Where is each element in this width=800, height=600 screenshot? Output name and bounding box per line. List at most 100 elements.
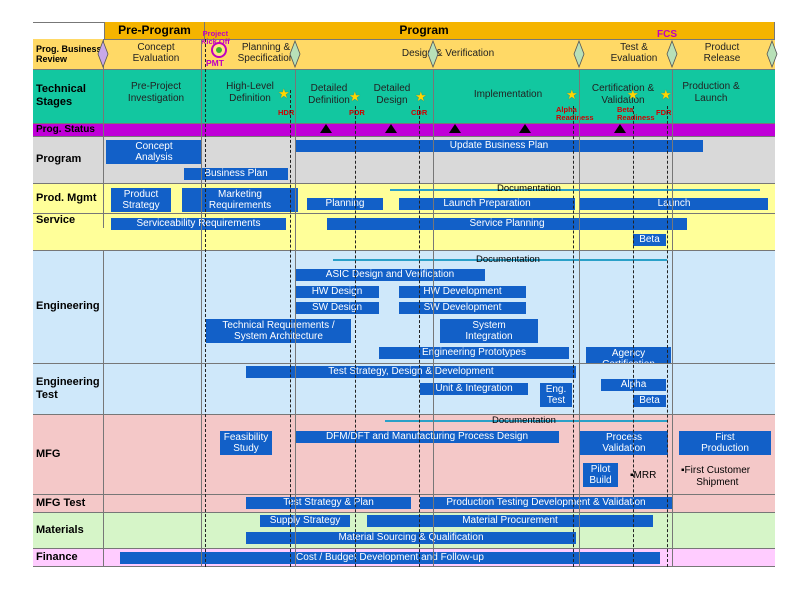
stages-row-label: Technical Stages <box>33 69 104 123</box>
mfg-row-label: MFG <box>33 414 104 494</box>
bar-product-strategy: Product Strategy <box>111 188 171 212</box>
header-fcs-label: FCS <box>657 29 677 40</box>
stage-certification-validation: Certification & Validation <box>591 83 655 106</box>
gate-diamond-icon <box>289 39 301 69</box>
bar-hw-design: HW Design <box>295 286 379 298</box>
status-triangle-icon <box>385 124 397 133</box>
status-row <box>33 123 775 136</box>
engineering-documentation-line <box>333 259 667 261</box>
status-triangle-icon <box>519 124 531 133</box>
header-pre-program-label: Pre-Program <box>118 23 191 37</box>
mfg-documentation-line <box>385 420 667 422</box>
header-program <box>205 22 775 39</box>
bar-service-planning: Service Planning <box>327 218 687 230</box>
service-row-label: Service <box>33 213 104 228</box>
phase-design-verification: Design & Verification <box>401 48 495 59</box>
bar-material-sourcing: Material Sourcing & Qualification <box>246 532 576 544</box>
mfg-documentation-label: Documentation <box>492 415 556 426</box>
bar-sw-development: SW Development <box>399 302 526 314</box>
bar-mfg-test-strategy: Test Strategy & Plan <box>246 497 411 509</box>
engineering-documentation-label: Documentation <box>476 254 540 265</box>
star-icon: ★ <box>278 86 290 101</box>
bar-concept-analysis: Concept Analysis <box>106 140 202 164</box>
pmt-label: PMT <box>206 58 224 68</box>
materials-row-label: Materials <box>33 512 104 548</box>
gate-diamond-icon <box>766 39 778 69</box>
status-row-label: Prog. Status <box>33 123 104 136</box>
stage-detailed-definition: Detailed Definition <box>308 83 350 106</box>
bar-dfm-dft: DFM/DFT and Manufacturing Process Design <box>295 431 559 443</box>
milestone-alpha-readiness: Alpha Readiness <box>556 105 594 122</box>
bar-eng-beta: Beta <box>633 395 666 407</box>
bar-system-integration: System Integration <box>440 319 538 343</box>
engineering-row-label: Engineering <box>33 250 104 363</box>
gate-line <box>201 39 202 567</box>
star-icon: ★ <box>660 87 672 102</box>
bar-serviceability-requirements: Serviceability Requirements <box>111 218 286 230</box>
gate-line <box>355 106 356 567</box>
mrr-label: ▪MRR <box>630 470 657 481</box>
bar-first-production: First Production <box>679 431 771 455</box>
gate-diamond-icon <box>666 39 678 69</box>
star-icon: ★ <box>415 89 427 104</box>
gate-line <box>672 69 673 567</box>
stage-detailed-design: Detailed Design <box>373 83 411 106</box>
milestone-fdr: FDR <box>656 108 672 117</box>
status-triangle-icon <box>614 124 626 133</box>
bar-asic-design: ASIC Design and Verification <box>295 269 485 281</box>
gate-line <box>295 69 296 567</box>
phase-product-release: Product Release <box>703 42 741 64</box>
gate-line <box>579 69 580 567</box>
star-icon: ★ <box>627 87 639 102</box>
bar-engineering-prototypes: Engineering Prototypes <box>379 347 569 359</box>
bar-process-validation: Process Validation <box>580 431 668 455</box>
star-icon: ★ <box>566 87 578 102</box>
eng-test-row-label: Engineering Test <box>33 363 104 414</box>
bar-launch: Launch <box>580 198 768 210</box>
phase-planning-specification: Planning & Specification <box>237 42 295 64</box>
bar-update-business-plan: Update Business Plan <box>295 140 703 152</box>
milestone-beta-readiness: Beta Readiness <box>617 105 655 122</box>
lifecycle-chart: Pre-Program Program FCS Prog. Business R… <box>33 22 778 575</box>
stages-row <box>33 69 775 123</box>
phase-concept-evaluation: Concept Evaluation <box>132 42 180 64</box>
milestone-pdr: PDR <box>349 108 365 117</box>
kickoff-dot-icon <box>216 47 222 53</box>
star-icon: ★ <box>349 89 361 104</box>
bar-unit-integration: Unit & Integration <box>420 383 528 395</box>
program-row-label: Program <box>33 136 104 183</box>
gate-diamond-icon <box>97 39 109 69</box>
bar-marketing-requirements: Marketing Requirements <box>182 188 298 212</box>
prod-mgmt-documentation-line <box>390 189 760 191</box>
bar-planning: Planning <box>307 198 383 210</box>
mrr-text: MRR <box>633 470 657 481</box>
stage-production-launch: Production & Launch <box>682 81 740 104</box>
gate-line <box>419 106 420 567</box>
bar-material-procurement: Material Procurement <box>367 515 653 527</box>
bar-launch-preparation: Launch Preparation <box>399 198 575 210</box>
prod-mgmt-documentation-label: Documentation <box>497 183 561 194</box>
prod-mgmt-row-label: Prod. Mgmt <box>33 183 104 213</box>
bar-cost-budget: Cost / Budget Development and Follow-up <box>120 552 660 564</box>
milestone-hdr: HDR <box>278 108 295 117</box>
header-program-label: Program <box>399 23 449 37</box>
header-pre-program <box>104 22 205 39</box>
gate-line <box>667 106 668 567</box>
finance-row-label: Finance <box>33 548 104 567</box>
gate-line <box>573 106 574 567</box>
mfg-test-row-label: MFG Test <box>33 494 104 512</box>
gate-diamond-icon <box>427 39 439 69</box>
first-customer-shipment-text: First Customer Shipment <box>684 465 751 488</box>
review-gates <box>97 39 778 69</box>
gate-line <box>290 90 291 567</box>
bar-eng-test: Eng. Test <box>540 383 572 407</box>
bar-hw-development: HW Development <box>399 286 526 298</box>
bar-tech-requirements: Technical Requirements / System Architec… <box>206 319 351 343</box>
bar-service-beta: Beta <box>633 234 666 246</box>
stage-pre-project: Pre-Project Investigation <box>127 81 185 104</box>
bar-sw-design: SW Design <box>295 302 379 314</box>
bar-feasibility-study: Feasibility Study <box>220 431 272 455</box>
bar-eng-test-strategy: Test Strategy, Design & Development <box>246 366 576 378</box>
status-triangle-icon <box>449 124 461 133</box>
bar-business-plan: Business Plan <box>184 168 288 180</box>
